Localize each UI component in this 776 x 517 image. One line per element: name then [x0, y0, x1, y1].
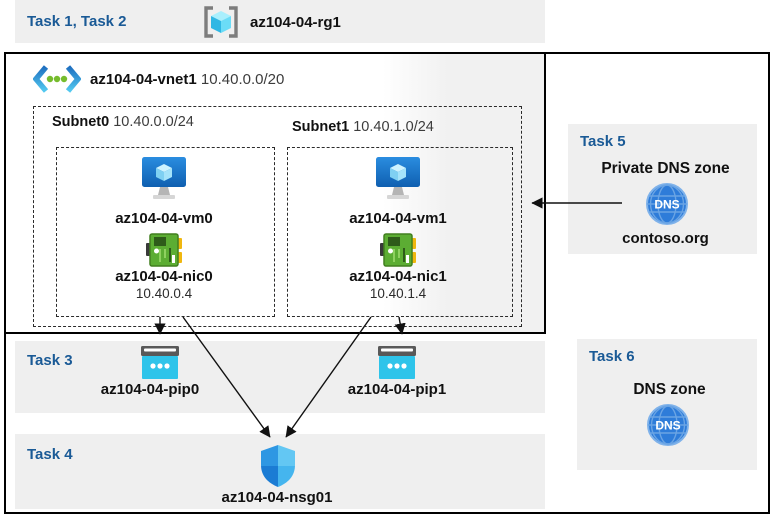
subnet0-dashed-box [56, 147, 275, 317]
task5-label: Task 5 [580, 133, 626, 150]
vm1-icon [375, 156, 421, 202]
subnet0-name: Subnet0 [52, 114, 110, 130]
nsg-shield-icon [257, 444, 299, 488]
resource-group-icon [203, 5, 239, 39]
dns-zone-title: DNS zone [633, 381, 706, 398]
vnet-title: az104-04-vnet1 10.40.0.0/20 [90, 71, 284, 88]
subnet1-cidr: 10.40.1.0/24 [353, 119, 434, 135]
vnet-cidr: 10.40.0.0/20 [200, 71, 285, 88]
subnet1-name: Subnet1 [292, 119, 350, 135]
pip0-icon [141, 346, 179, 380]
resource-group-name: az104-04-rg1 [250, 14, 341, 31]
vm1-label: az104-04-vm1 [349, 210, 447, 227]
header-band: Task 1, Task 2 az104-04-rg1 [15, 0, 545, 43]
subnets-outer-dashed-box [33, 106, 522, 327]
vnet-icon [33, 64, 81, 94]
nsg-label: az104-04-nsg01 [221, 489, 333, 506]
task4-label: Task 4 [27, 446, 73, 463]
pip1-label: az104-04-pip1 [347, 381, 447, 398]
task3-band: Task 3 [15, 341, 545, 413]
task3-label: Task 3 [27, 352, 73, 369]
vm0-icon [141, 156, 187, 202]
subnet0-cidr: 10.40.0.0/24 [113, 114, 194, 130]
dns-zone-private-icon: DNS [645, 182, 689, 226]
svg-text:DNS: DNS [655, 419, 680, 433]
nic0-label: az104-04-nic0 [115, 268, 213, 285]
nic1-icon [380, 232, 416, 268]
pip0-label: az104-04-pip0 [100, 381, 200, 398]
task-1-2-label: Task 1, Task 2 [27, 13, 127, 30]
dns-zone-icon: DNS [646, 403, 690, 447]
task5-box: Task 5 Private DNS zone DNS contoso.org [568, 124, 757, 254]
nic0-icon [146, 232, 182, 268]
nic1-label: az104-04-nic1 [349, 268, 447, 285]
vnet-name: az104-04-vnet1 [90, 71, 197, 88]
subnet0-title: Subnet0 10.40.0.0/24 [52, 114, 194, 130]
task6-label: Task 6 [589, 348, 635, 365]
contoso-zone-label: contoso.org [622, 230, 709, 247]
svg-text:DNS: DNS [654, 198, 679, 212]
vnet-box [4, 52, 546, 334]
nic0-ip: 10.40.0.4 [135, 286, 193, 301]
subnet1-title: Subnet1 10.40.1.0/24 [292, 119, 434, 135]
task6-box: Task 6 DNS zone DNS [577, 339, 757, 470]
vm0-label: az104-04-vm0 [115, 210, 213, 227]
subnet1-dashed-box [287, 147, 513, 317]
pip1-icon [378, 346, 416, 380]
nic1-ip: 10.40.1.4 [369, 286, 427, 301]
private-dns-zone-title: Private DNS zone [601, 160, 730, 177]
